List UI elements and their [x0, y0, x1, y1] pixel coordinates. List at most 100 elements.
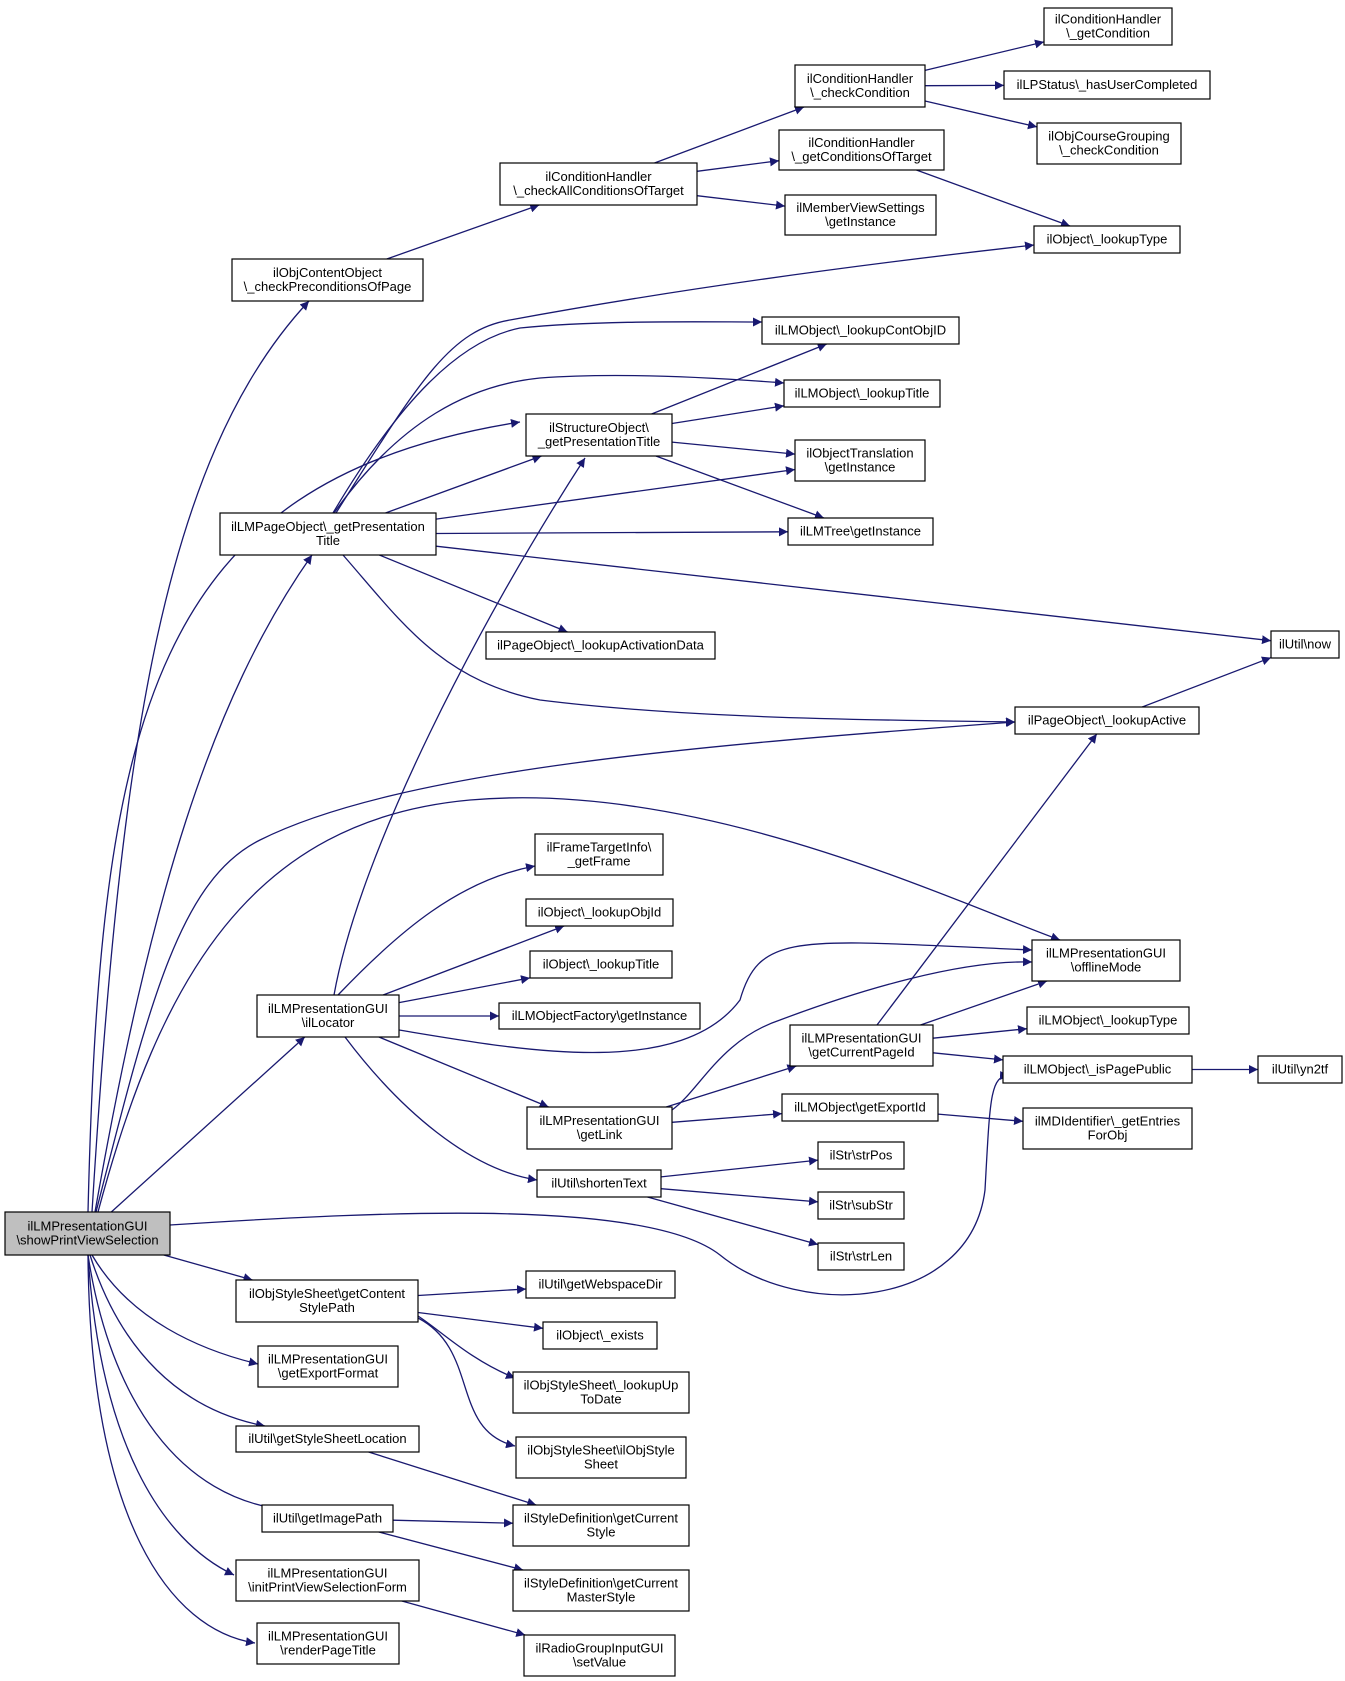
node-box	[1014, 706, 1200, 735]
edge-root-to-offline	[97, 797, 1061, 1213]
edge-curPage-to-isPublic	[932, 1052, 1004, 1064]
node-renderTitle[interactable]: ilLMPresentationGUI\renderPageTitle	[256, 1622, 400, 1665]
node-lmLookupTitle[interactable]: ilLMObject\_lookupTitle	[783, 379, 941, 408]
edge-root-to-styleLoc	[89, 1254, 266, 1429]
node-isPublic[interactable]: ilLMObject\_isPagePublic	[1002, 1055, 1193, 1084]
node-lookupContObj[interactable]: ilLMObject\_lookupContObjID	[761, 316, 960, 345]
node-subStr[interactable]: ilStr\subStr	[817, 1191, 905, 1220]
edge-contStyle-to-objExists	[417, 1311, 544, 1332]
node-label: Style	[587, 1525, 616, 1540]
node-pageActive[interactable]: ilPageObject\_lookupActive	[1014, 706, 1200, 735]
edge-curPage-to-offline	[920, 979, 1048, 1026]
node-imagePath[interactable]: ilUtil\getImagePath	[261, 1504, 394, 1533]
node-box	[231, 258, 424, 302]
node-pageActData[interactable]: ilPageObject\_lookupActivationData	[485, 631, 716, 660]
node-box	[536, 1169, 662, 1198]
node-yn2tf[interactable]: ilUtil\yn2tf	[1257, 1055, 1343, 1084]
node-lmObjFactory[interactable]: ilLMObjectFactory\getInstance	[498, 1002, 701, 1030]
node-label: ilLMPresentationGUI	[540, 1113, 660, 1128]
node-styleSheet[interactable]: ilObjStyleSheet\ilObjStyleSheet	[515, 1436, 687, 1479]
node-label: _getPresentationTitle	[537, 434, 660, 449]
node-label: Sheet	[584, 1457, 618, 1472]
node-label: ilUtil\getStyleSheetLocation	[248, 1431, 406, 1446]
edge-lmPageTitle-to-lookupContObj	[332, 317, 763, 514]
node-locator[interactable]: ilLMPresentationGUI\ilLocator	[256, 994, 400, 1038]
node-curPage[interactable]: ilLMPresentationGUI\getCurrentPageId	[789, 1024, 934, 1067]
node-strPos[interactable]: ilStr\strPos	[817, 1141, 905, 1170]
edge-checkAll-to-checkCond	[654, 105, 805, 164]
edge-root-to-lmPageTitle	[94, 554, 313, 1213]
node-strLen[interactable]: ilStr\strLen	[817, 1242, 905, 1271]
edge-exportId-to-mdIdent	[937, 1113, 1024, 1126]
node-styleLoc[interactable]: ilUtil\getStyleSheetLocation	[235, 1425, 420, 1453]
node-label: \setValue	[573, 1655, 626, 1670]
node-lmTree[interactable]: ilLMTree\getInstance	[787, 517, 934, 546]
edge-root-to-structTitle	[87, 418, 521, 1213]
node-checkPre[interactable]: ilObjContentObject\_checkPreconditionsOf…	[231, 258, 424, 302]
node-box	[512, 1569, 690, 1612]
node-label: \renderPageTitle	[280, 1643, 376, 1658]
node-checkAll[interactable]: ilConditionHandler\_checkAllConditionsOf…	[499, 162, 698, 206]
node-box	[525, 1270, 676, 1299]
node-lookupType[interactable]: ilObject\_lookupType	[1033, 225, 1181, 254]
node-getCondsOf[interactable]: ilConditionHandler\_getConditionsOfTarge…	[778, 129, 945, 171]
node-memberView[interactable]: ilMemberViewSettings\getInstance	[784, 194, 937, 236]
node-box	[534, 833, 664, 876]
node-getLink[interactable]: ilLMPresentationGUI\getLink	[526, 1106, 673, 1150]
node-label: ilFrameTargetInfo\	[547, 840, 652, 855]
node-box	[235, 1425, 420, 1453]
node-webspace[interactable]: ilUtil\getWebspaceDir	[525, 1270, 676, 1299]
node-label: ilLMObjectFactory\getInstance	[512, 1008, 688, 1023]
edge-root-to-pageActive	[95, 718, 1016, 1213]
node-exportFmt[interactable]: ilLMPresentationGUI\getExportFormat	[257, 1345, 399, 1388]
node-label: ilConditionHandler	[808, 135, 915, 150]
node-label: ilLMTree\getInstance	[800, 524, 921, 539]
node-getCond[interactable]: ilConditionHandler\_getCondition	[1043, 7, 1173, 46]
node-label: ilUtil\getImagePath	[273, 1511, 382, 1526]
node-checkCond[interactable]: ilConditionHandler\_checkCondition	[794, 64, 926, 108]
node-shorten[interactable]: ilUtil\shortenText	[536, 1169, 662, 1198]
node-radioGroup[interactable]: ilRadioGroupInputGUI\setValue	[523, 1634, 676, 1677]
edge-pageActive-to-utilNow	[1141, 656, 1272, 708]
node-initForm[interactable]: ilLMPresentationGUI\initPrintViewSelecti…	[235, 1559, 420, 1602]
node-label: Title	[316, 533, 340, 548]
node-structTitle[interactable]: ilStructureObject\_getPresentationTitle	[525, 413, 673, 457]
edge-root-to-exportFmt	[91, 1254, 259, 1367]
edge-shorten-to-strLen	[647, 1196, 819, 1247]
node-label: \getInstance	[825, 214, 896, 229]
node-exportId[interactable]: ilLMObject\getExportId	[781, 1093, 939, 1122]
node-label: ilPageObject\_lookupActive	[1028, 713, 1186, 728]
node-box	[485, 631, 716, 660]
node-objLookupTitle[interactable]: ilObject\_lookupTitle	[529, 950, 673, 979]
node-box	[1031, 939, 1181, 982]
node-label: ilUtil\shortenText	[551, 1176, 647, 1191]
node-label: \_checkCondition	[810, 85, 910, 100]
node-box	[1043, 7, 1173, 46]
node-label: ilObjContentObject	[273, 265, 382, 280]
node-label: ilMDIdentifier\_getEntries	[1035, 1114, 1181, 1129]
node-root[interactable]: ilLMPresentationGUI\showPrintViewSelecti…	[4, 1211, 171, 1256]
edge-lmPageTitle-to-utilNow	[435, 545, 1272, 645]
node-lmPageTitle[interactable]: ilLMPageObject\_getPresentationTitle	[219, 512, 437, 556]
node-frameTarget[interactable]: ilFrameTargetInfo\_getFrame	[534, 833, 664, 876]
node-label: ilLMPresentationGUI	[802, 1031, 922, 1046]
edge-structTitle-to-lmLookupTitle	[671, 402, 785, 425]
node-lookupObjId[interactable]: ilObject\_lookupObjId	[525, 898, 674, 927]
node-objExists[interactable]: ilObject\_exists	[542, 1321, 658, 1350]
node-hasUser[interactable]: ilLPStatus\_hasUserCompleted	[1003, 70, 1211, 100]
edge-contStyle-to-webspace	[417, 1285, 527, 1297]
node-lmLookupType[interactable]: ilLMObject\_lookupType	[1026, 1006, 1190, 1035]
node-courseGrp[interactable]: ilObjCourseGrouping\_checkCondition	[1036, 122, 1182, 165]
node-objTrans[interactable]: ilObjectTranslation\getInstance	[794, 439, 926, 482]
node-box	[789, 1024, 934, 1067]
node-offline[interactable]: ilLMPresentationGUI\offlineMode	[1031, 939, 1181, 982]
node-label: ilLMObject\_lookupTitle	[795, 386, 930, 401]
edge-shorten-to-strPos	[660, 1156, 819, 1178]
node-utilNow[interactable]: ilUtil\now	[1270, 630, 1340, 659]
